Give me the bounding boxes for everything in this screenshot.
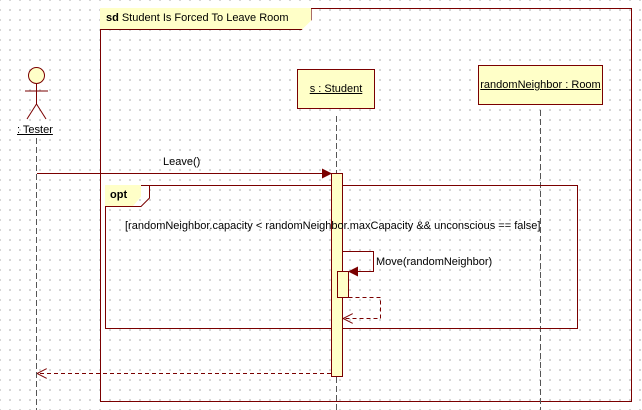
sd-frame bbox=[100, 8, 632, 402]
student-lifeline-head: s : Student bbox=[297, 69, 375, 109]
opt-operator-label: opt bbox=[105, 185, 141, 206]
sd-frame-kind: sd bbox=[106, 12, 119, 24]
opt-guard-condition: [randomNeighbor.capacity < randomNeighbo… bbox=[125, 220, 541, 232]
move-message-label: Move(randomNeighbor) bbox=[376, 256, 493, 268]
sd-frame-name: Student Is Forced To Leave Room bbox=[121, 12, 289, 24]
move-self-message-arrow bbox=[342, 251, 374, 277]
room-lifeline-head: randomNeighbor : Room bbox=[478, 65, 603, 105]
actor-icon bbox=[25, 67, 48, 120]
actor-label: : Tester bbox=[17, 124, 53, 136]
nested-activation-bar bbox=[337, 271, 349, 298]
leave-message-label: Leave() bbox=[163, 156, 201, 168]
opt-fragment-tab-border bbox=[105, 185, 150, 207]
move-return-arrow bbox=[343, 297, 381, 319]
